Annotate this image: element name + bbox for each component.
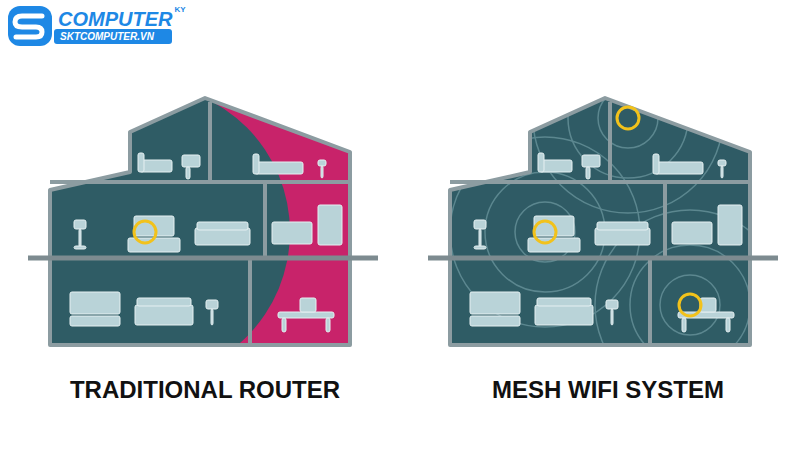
furniture [300,298,316,312]
furniture [470,316,520,326]
furniture [79,229,81,247]
furniture [538,153,544,172]
furniture [586,167,590,179]
furniture [137,298,191,306]
logo-icon [8,6,172,46]
furniture [470,292,520,314]
furniture [726,318,730,332]
furniture [653,154,659,174]
furniture [197,222,248,230]
furniture [597,222,648,230]
router-marker [134,221,156,243]
furniture [682,318,686,332]
furniture [474,246,486,249]
furniture [278,312,334,318]
furniture [540,160,572,172]
furniture [718,160,726,166]
furniture [326,318,330,332]
furniture [606,300,618,309]
logo-suffix: KY [174,6,185,14]
furniture [535,305,593,325]
furniture [211,309,213,325]
furniture [253,154,259,174]
logo-url: SKTCOMPUTER.VN [60,32,154,42]
furniture [70,316,120,326]
furniture [206,300,218,309]
furniture [182,155,200,167]
furniture [474,220,486,229]
furniture [138,153,144,172]
furniture [70,292,120,314]
furniture [672,222,712,244]
furniture [74,220,86,229]
furniture [718,205,742,245]
furniture [321,166,323,178]
mesh-house [428,23,785,400]
furniture [479,229,481,247]
panel-title: TRADITIONAL ROUTER [70,378,340,402]
furniture [255,162,303,174]
furniture [721,166,723,178]
furniture [140,160,172,172]
furniture [74,246,86,249]
furniture [595,228,650,245]
furniture [135,305,193,325]
logo-text: COMPUTER [58,9,172,29]
panel-title: MESH WIFI SYSTEM [492,378,724,402]
furniture [655,162,703,174]
furniture [272,222,312,244]
traditional-house [0,84,378,380]
furniture [195,228,250,245]
furniture [318,160,326,166]
furniture [611,309,613,325]
furniture [582,155,600,167]
furniture [318,205,342,245]
furniture [186,167,190,179]
furniture [282,318,286,332]
mesh-node-marker [534,107,701,316]
furniture [537,298,591,306]
